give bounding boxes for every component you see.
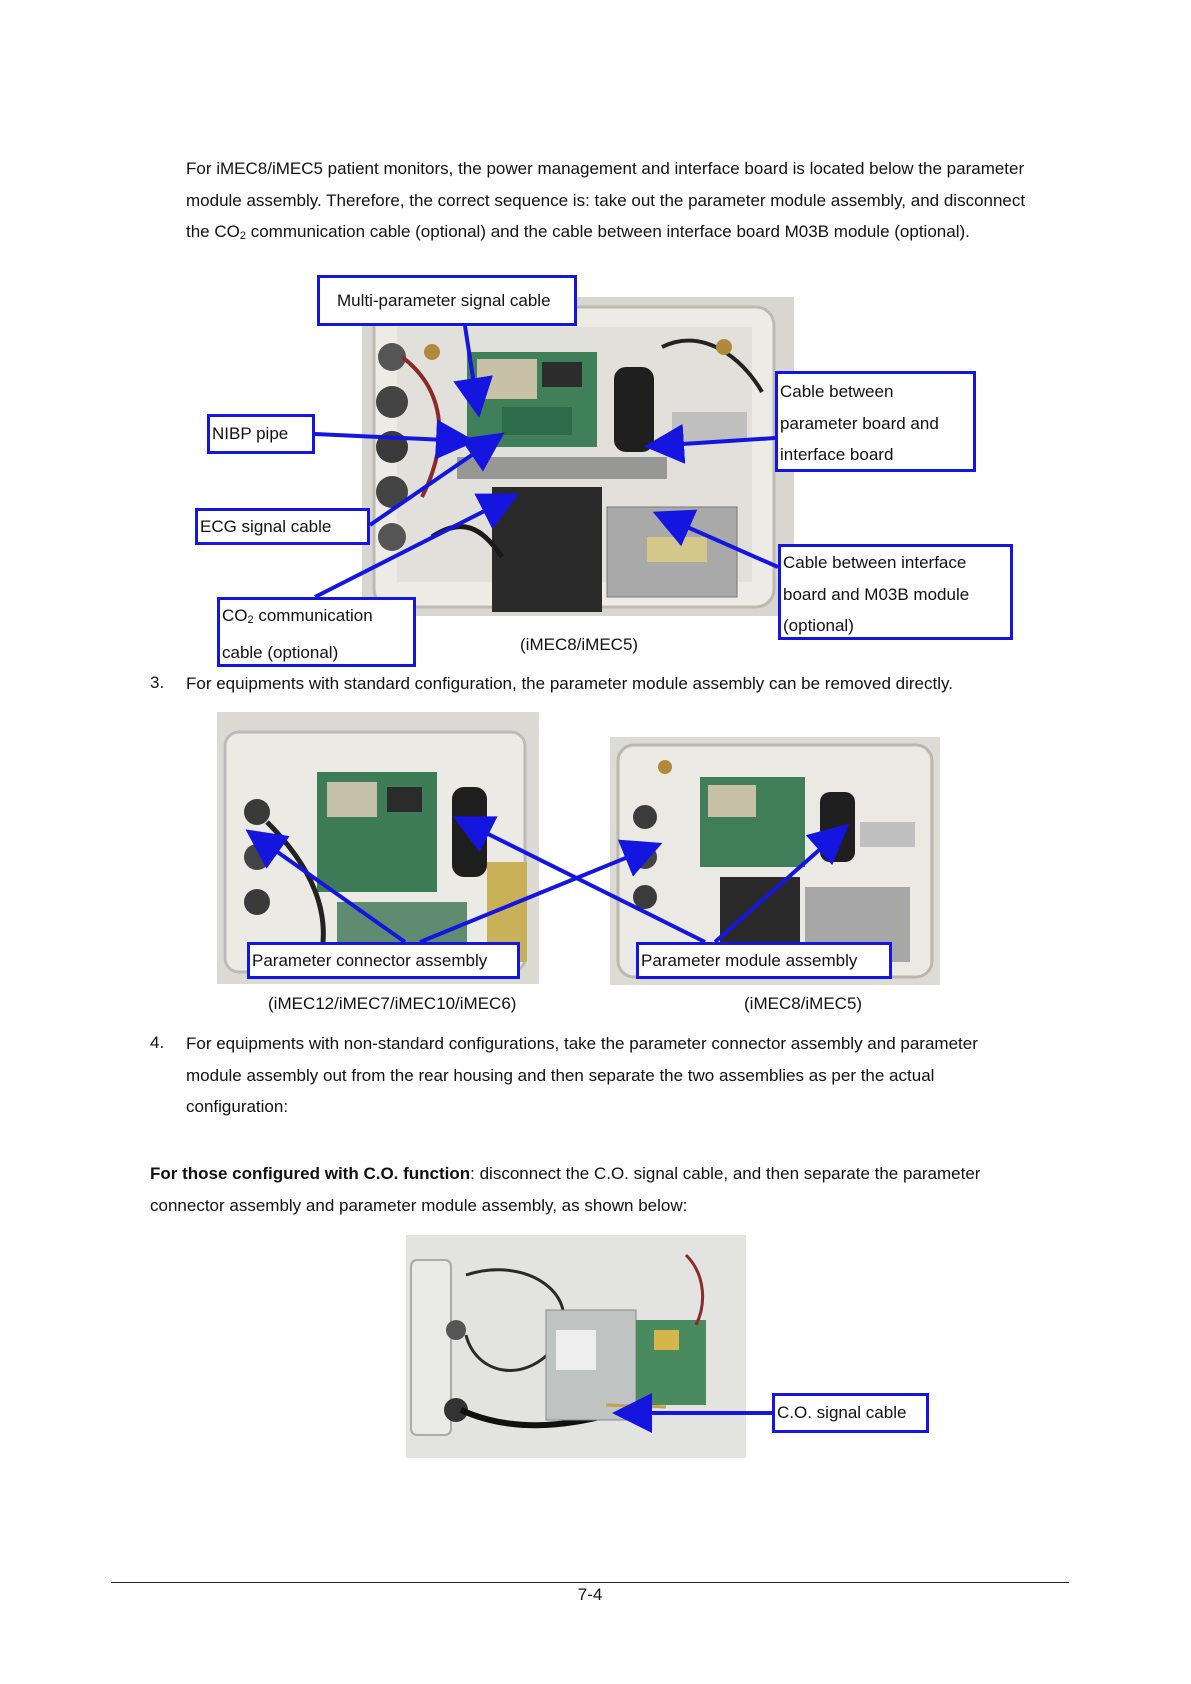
- intro-line-2: module assembly. Therefore, the correct …: [186, 190, 1026, 210]
- step4-number: 4.: [150, 1033, 165, 1052]
- figure1-photo: [362, 297, 794, 616]
- intro-line-3: the CO2 communication cable (optional) a…: [186, 222, 970, 242]
- footer-rule: [111, 1582, 1069, 1583]
- callout-cable-interface-m03b: Cable between interface board and M03B m…: [778, 544, 1013, 640]
- callout-co-signal-cable: C.O. signal cable: [772, 1393, 929, 1433]
- callout-nibp-pipe: NIBP pipe: [207, 414, 315, 454]
- figure2-left-caption: (iMEC12/iMEC7/iMEC10/iMEC6): [268, 994, 517, 1013]
- figure3-photo: [406, 1235, 746, 1458]
- step4-text: For equipments with non-standard configu…: [186, 1034, 978, 1116]
- figure2-right-caption: (iMEC8/iMEC5): [744, 994, 863, 1013]
- step3-number: 3.: [150, 673, 165, 692]
- page-number: 7-4: [577, 1585, 603, 1604]
- callout-cable-parameter-interface: Cable between parameter board and interf…: [775, 371, 976, 472]
- callout-parameter-connector-assembly: Parameter connector assembly: [247, 942, 520, 979]
- callout-parameter-module-assembly: Parameter module assembly: [636, 942, 892, 979]
- callout-co2-communication-cable: CO2 communication cable (optional): [217, 597, 416, 667]
- intro-paragraph: For iMEC8/iMEC5 patient monitors, the po…: [186, 153, 1066, 253]
- co-section-text: For those configured with C.O. function:…: [150, 1164, 981, 1215]
- figure1-caption: (iMEC8/iMEC5): [520, 635, 639, 654]
- step3-text: For equipments with standard configurati…: [186, 674, 953, 693]
- intro-line-1: For iMEC8/iMEC5 patient monitors, the po…: [186, 159, 1025, 178]
- callout-ecg-signal-cable: ECG signal cable: [195, 508, 370, 545]
- callout-multi-parameter-signal-cable: Multi-parameter signal cable: [317, 275, 577, 326]
